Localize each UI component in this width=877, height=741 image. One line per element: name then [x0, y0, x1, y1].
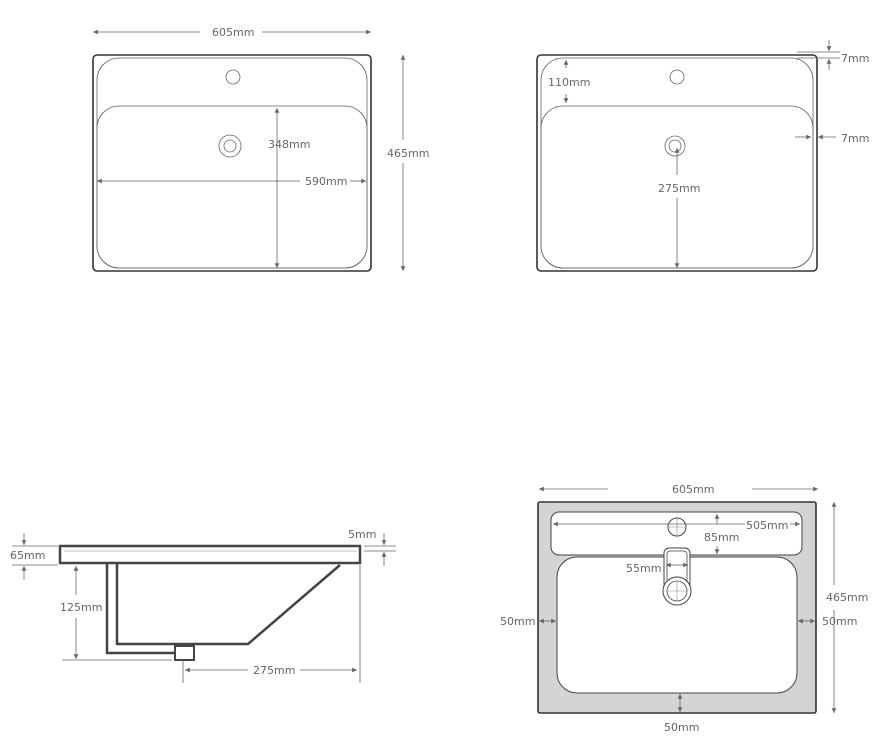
side-view: 65mm 5mm 125mm 275mm — [10, 528, 396, 683]
margin-bottom-label: 50mm — [664, 721, 699, 734]
height-label: 465mm — [387, 147, 429, 160]
rim-side-label: 7mm — [841, 132, 869, 145]
top-view-2: 110mm 7mm 7mm 275mm — [536, 40, 869, 272]
inner-width-label: 590mm — [305, 175, 347, 188]
margin-right-label: 50mm — [822, 615, 857, 628]
inner-depth-label: 348mm — [268, 138, 310, 151]
deck-depth-label: 85mm — [704, 531, 739, 544]
plan-width-label: 605mm — [672, 483, 714, 496]
plan-view: 605mm 505mm 85mm 55mm 465mm 50mm 50mm 50… — [500, 483, 868, 734]
bowl-depth-label: 125mm — [60, 601, 102, 614]
edge-label: 5mm — [348, 528, 376, 541]
tap-offset-label: 110mm — [548, 76, 590, 89]
slot-width-label: 55mm — [626, 562, 661, 575]
top-view: 605mm 348mm 590mm 465mm — [92, 26, 429, 272]
margin-left-label: 50mm — [500, 615, 535, 628]
tap-hole-icon — [225, 69, 241, 85]
drain-offset-label: 275mm — [658, 182, 700, 195]
drain-icon — [218, 134, 242, 158]
width-label: 605mm — [212, 26, 254, 39]
drain-distance-label: 275mm — [253, 664, 295, 677]
plan-height-label: 465mm — [826, 591, 868, 604]
rim-top-label: 7mm — [841, 52, 869, 65]
slab-label: 65mm — [10, 549, 45, 562]
deck-width-label: 505mm — [746, 519, 788, 532]
